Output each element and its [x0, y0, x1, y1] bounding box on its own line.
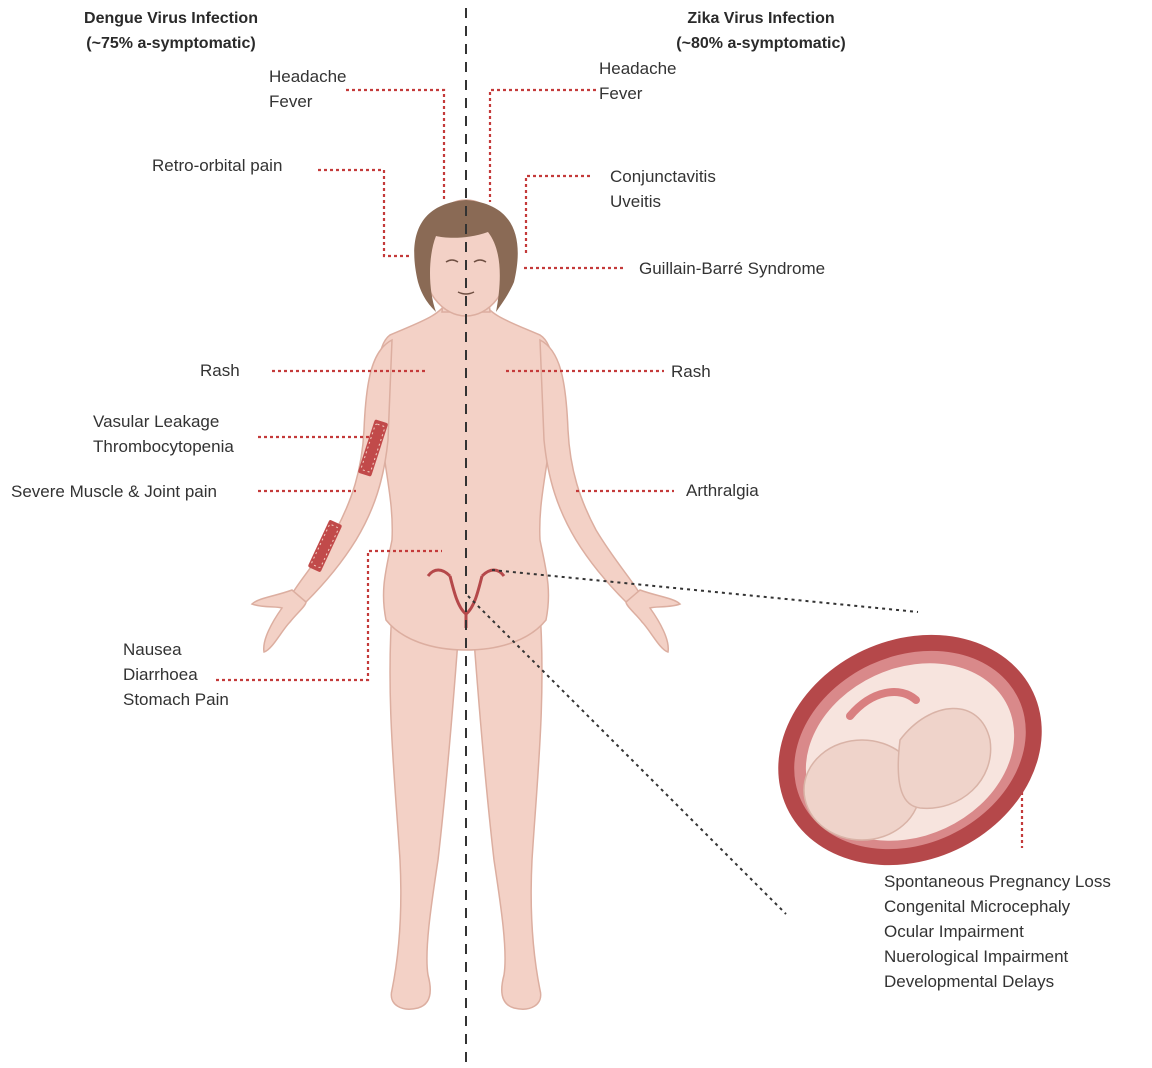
- zika-gbs-label: Guillain-Barré Syndrome: [639, 256, 825, 281]
- dengue-diarrhoea-label: Diarrhoea: [123, 662, 198, 687]
- dengue-stomach-pain-label: Stomach Pain: [123, 687, 229, 712]
- dengue-header-subtitle: (~75% a-symptomatic): [66, 31, 276, 56]
- outcome-item: Congenital Microcephaly: [884, 894, 1111, 919]
- dengue-headache-label: Headache: [269, 64, 347, 89]
- outcome-item: Developmental Delays: [884, 969, 1111, 994]
- dengue-muscle-joint-label: Severe Muscle & Joint pain: [11, 479, 217, 504]
- outcome-item: Nuerological Impairment: [884, 944, 1111, 969]
- zika-header: Zika Virus Infection (~80% a-symptomatic…: [654, 6, 868, 56]
- dengue-header: Dengue Virus Infection (~75% a-symptomat…: [66, 6, 276, 56]
- zika-uveitis-label: Uveitis: [610, 189, 661, 214]
- dengue-rash-label: Rash: [200, 358, 240, 383]
- outcome-item: Spontaneous Pregnancy Loss: [884, 869, 1111, 894]
- pregnancy-outcomes-list: Spontaneous Pregnancy Loss Congenital Mi…: [884, 869, 1111, 994]
- zika-arthralgia-label: Arthralgia: [686, 478, 759, 503]
- outcome-item: Ocular Impairment: [884, 919, 1111, 944]
- zika-conjunctivitis-label: Conjunctavitis: [610, 164, 716, 189]
- dengue-header-title: Dengue Virus Infection: [66, 6, 276, 31]
- zika-header-subtitle: (~80% a-symptomatic): [654, 31, 868, 56]
- dengue-fever-label: Fever: [269, 89, 312, 114]
- dengue-nausea-label: Nausea: [123, 637, 182, 662]
- zika-headache-label: Headache: [599, 56, 677, 81]
- dengue-vascular-leakage-label: Vasular Leakage: [93, 409, 219, 434]
- dengue-retro-orbital-label: Retro-orbital pain: [152, 153, 282, 178]
- zika-fever-label: Fever: [599, 81, 642, 106]
- fetus-illustration: [740, 593, 1079, 907]
- dengue-thrombocytopenia-label: Thrombocytopenia: [93, 434, 234, 459]
- zika-rash-label: Rash: [671, 359, 711, 384]
- zika-header-title: Zika Virus Infection: [654, 6, 868, 31]
